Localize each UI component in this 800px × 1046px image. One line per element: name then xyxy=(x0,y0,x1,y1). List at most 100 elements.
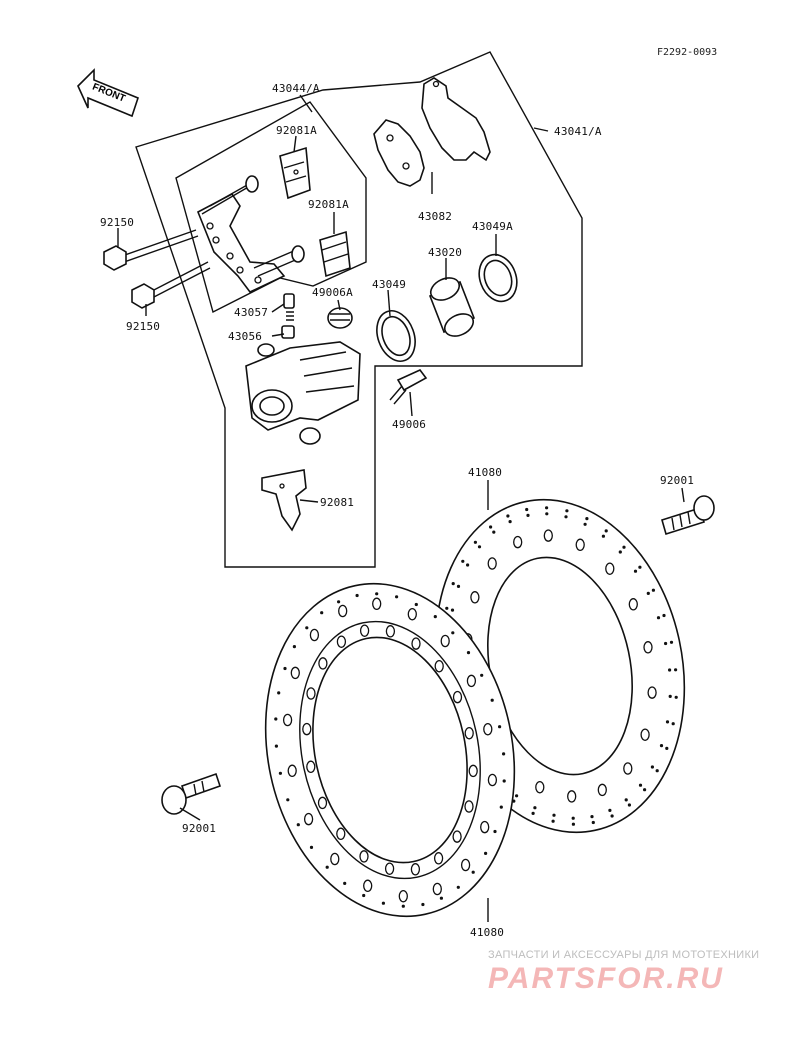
disc-perforation xyxy=(665,746,669,751)
label-49006A: 49006A xyxy=(312,286,353,299)
disc-perforation xyxy=(643,788,647,792)
disc-perforation xyxy=(591,820,595,825)
disc-perforation xyxy=(515,794,519,798)
disc-mount-hole xyxy=(306,760,316,774)
disc-perforation xyxy=(414,602,418,607)
disc-perforation xyxy=(668,694,672,699)
disc-perforation xyxy=(439,896,443,900)
disc-perforation xyxy=(590,815,594,819)
disc-perforation xyxy=(375,592,379,596)
figure-code: F2292-0093 xyxy=(657,47,718,58)
disc-mount-hole xyxy=(385,625,396,638)
bleeder-valve xyxy=(281,293,295,339)
disc-perforation xyxy=(525,507,529,512)
disc-perforation xyxy=(624,798,628,802)
disc-perforation xyxy=(466,651,471,655)
disc-mount-hole xyxy=(303,812,314,826)
disc-mount-hole xyxy=(433,852,444,865)
disc-perforation xyxy=(651,588,656,592)
disc-perforation xyxy=(601,534,606,538)
disc-perforation xyxy=(451,582,455,586)
disc-perforation xyxy=(583,522,587,526)
disc-mount-hole xyxy=(452,830,462,843)
disc-mount-hole xyxy=(407,607,417,621)
disc-mount-hole xyxy=(411,637,421,650)
disc-perforation xyxy=(456,584,461,589)
disc-perforation xyxy=(664,641,668,646)
disc-perforation xyxy=(674,695,678,699)
disc-perforation xyxy=(493,829,497,834)
disc-mount-hole xyxy=(338,604,348,618)
disc-mount-hole xyxy=(398,889,408,903)
label-92150-upper: 92150 xyxy=(100,216,135,229)
disc-mount-hole xyxy=(318,657,328,670)
disc-perforation xyxy=(461,559,465,563)
label-92001-right: 92001 xyxy=(660,474,695,487)
disc-perforation xyxy=(325,865,329,869)
disc-mount-hole xyxy=(434,659,444,673)
disc-mount-hole xyxy=(464,726,474,740)
label-92081A-upper: 92081A xyxy=(276,124,317,137)
label-43057: 43057 xyxy=(234,306,269,319)
disc-mount-hole xyxy=(306,687,316,700)
disc-mount-hole xyxy=(410,863,421,876)
disc-perforation xyxy=(473,540,477,544)
disc-perforation xyxy=(638,565,642,569)
disc-perforation xyxy=(395,595,399,599)
disc-perforation xyxy=(526,513,530,518)
disc-bolt-left xyxy=(161,772,222,815)
disc-mount-hole xyxy=(282,713,293,727)
disc-mount-hole xyxy=(359,624,370,637)
disc-mount-hole xyxy=(309,628,320,642)
disc-perforation xyxy=(477,545,482,549)
disc-perforation xyxy=(659,744,664,748)
disc-perforation xyxy=(646,591,650,596)
disc-mount-hole xyxy=(543,529,553,542)
disc-perforation xyxy=(456,885,460,889)
disc-perforation xyxy=(490,698,494,702)
disc-perforation xyxy=(451,631,455,635)
label-43044A: 43044/A xyxy=(272,82,320,95)
disc-perforation xyxy=(471,870,475,874)
disc-mount-hole xyxy=(336,635,347,648)
disc-mount-hole xyxy=(513,535,523,549)
disc-perforation xyxy=(343,881,347,886)
disc-perforation xyxy=(274,717,278,721)
disc-perforation xyxy=(502,779,506,783)
disc-perforation xyxy=(309,845,314,850)
disc-perforation xyxy=(662,613,666,618)
disc-perforation xyxy=(278,771,282,775)
disc-perforation xyxy=(564,515,568,519)
disc-perforation xyxy=(401,904,405,908)
disc-perforation xyxy=(274,744,278,748)
disc-mount-hole xyxy=(480,820,490,834)
disc-perforation xyxy=(305,626,309,630)
watermark-tagline: ЗАПЧАСТИ И АКСЕССУАРЫ ДЛЯ МОТОТЕХНИКИ xyxy=(488,949,760,961)
disc-perforation xyxy=(627,803,632,807)
disc-perforation xyxy=(571,816,575,820)
disc-mount-hole xyxy=(466,674,477,688)
disc-perforation xyxy=(533,806,537,810)
disc-perforation xyxy=(552,813,556,817)
disc-perforation xyxy=(656,616,661,620)
label-92081A-lower: 92081A xyxy=(308,198,349,211)
disc-mount-hole xyxy=(330,852,340,866)
disc-mount-hole xyxy=(452,690,463,704)
disc-mount-hole xyxy=(287,764,297,778)
disc-mount-hole xyxy=(317,796,328,810)
disc-perforation xyxy=(286,798,290,802)
disc-mount-hole xyxy=(647,686,657,699)
disc-mount-hole xyxy=(359,850,369,863)
disc-mount-hole xyxy=(432,882,442,896)
bracket-group-outline xyxy=(175,101,367,314)
leader-lines xyxy=(117,94,685,922)
disc-perforation xyxy=(508,520,512,524)
disc-perforation xyxy=(650,765,655,769)
disc-perforation xyxy=(633,569,638,573)
disc-perforation xyxy=(492,530,496,534)
label-49006: 49006 xyxy=(392,418,427,431)
slide-pin-bolt xyxy=(389,369,428,405)
disc-perforation xyxy=(445,606,449,610)
disc-perforation xyxy=(337,600,341,604)
disc-mount-hole xyxy=(567,790,577,803)
